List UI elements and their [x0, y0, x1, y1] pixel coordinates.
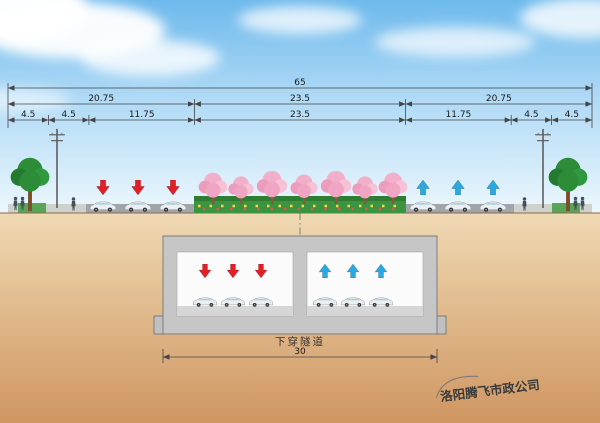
dim-label: 20.75 — [88, 94, 114, 104]
median-hedge — [194, 196, 406, 201]
tunnel-floor-left — [177, 306, 293, 316]
dim-label: 4.5 — [62, 110, 76, 120]
dim-label: 11.75 — [129, 110, 155, 120]
dim-label-tunnel-width: 30 — [294, 347, 306, 357]
dim-label: 11.75 — [446, 110, 472, 120]
clouds — [0, 0, 600, 112]
tunnel-structure — [153, 235, 447, 335]
tunnel-cell-left — [176, 251, 294, 317]
dim-label: 20.75 — [486, 94, 512, 104]
watermark-swoosh — [435, 375, 479, 398]
dim-label: 4.5 — [524, 110, 538, 120]
tunnel-label: 下穿隧道 — [275, 335, 325, 348]
tunnel-cell-right — [306, 251, 424, 317]
right-verge-grass — [552, 203, 580, 213]
cloud — [80, 40, 220, 76]
dimension-annotations: 65 20.75 23.5 20.75 4.5 4.5 11.75 23.5 1… — [7, 78, 593, 128]
cloud — [238, 6, 362, 34]
tunnel-floor-right — [307, 306, 423, 316]
cloud — [520, 0, 600, 38]
dim-label: 4.5 — [565, 110, 579, 120]
cloud — [375, 27, 535, 57]
dim-label-total: 65 — [294, 78, 305, 88]
tunnel-width-dimension: 30 — [162, 347, 438, 363]
median-planting — [194, 170, 408, 213]
dim-label: 23.5 — [290, 110, 310, 120]
dim-label: 23.5 — [290, 94, 310, 104]
dim-label: 4.5 — [21, 110, 35, 120]
left-verge-grass — [18, 203, 46, 213]
